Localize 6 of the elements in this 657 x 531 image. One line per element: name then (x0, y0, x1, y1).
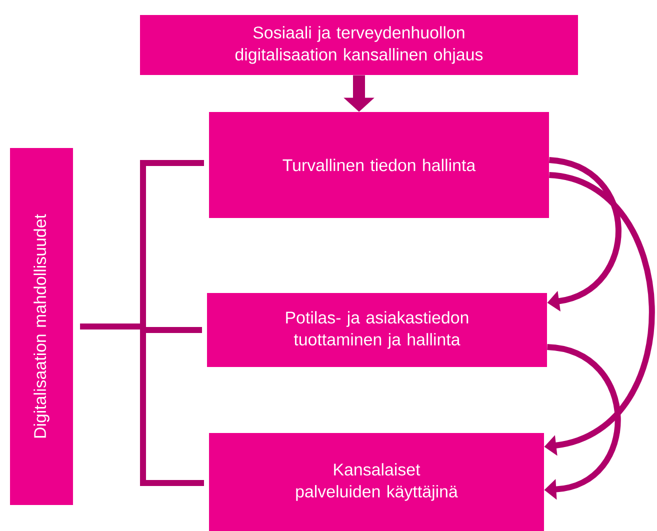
process-box: Sosiaali ja terveydenhuollon digitalisaation kansallinen ohjaus (140, 15, 578, 75)
bracket-line (80, 324, 204, 486)
process-box: Turvallinen tiedon hallinta (209, 112, 549, 218)
process-box: Potilas- ja asiakastiedon tuottaminen ja hallinta (207, 293, 547, 367)
process-box: Kansalaiset palveluiden käyttäjinä (209, 433, 544, 531)
side-label-box: Digitalisaation mahdollisuudet (10, 148, 73, 505)
